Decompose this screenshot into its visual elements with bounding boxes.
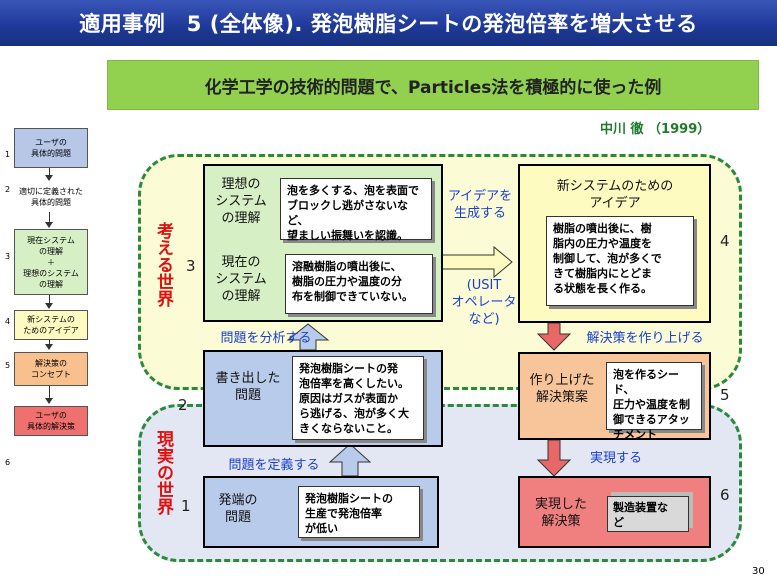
realized-label: 実現した 解決策 — [534, 497, 587, 529]
written-problem-text: 発泡樹脂シートの発 泡倍率を高くしたい。 原因はガスが表面か ら逃げる、泡が多く… — [292, 356, 424, 440]
ideal-system-text: 泡を多くする、泡を表面で ブロックし逃がさないなど、 望ましい振舞いを認識。 — [280, 178, 432, 242]
arrow-analyze-problem — [286, 323, 330, 351]
solution-label: 作り上げた 解決策案 — [529, 373, 595, 405]
arrow-generate-idea — [441, 245, 513, 279]
arrow-realize — [536, 439, 572, 477]
flow-step-label: 適切に定義された 具体的問題 — [19, 187, 83, 207]
flow-arrow — [49, 295, 50, 305]
flow-step-label: 新システムの ためのアイデア — [23, 315, 79, 335]
step-number-2: 2 — [178, 396, 188, 414]
flow-step-label: 解決策の コンセプト — [31, 359, 71, 379]
solution-text: 泡を作るシード、 圧力や温度を制 御できるアタッ チメント — [606, 362, 702, 441]
flow-step-label: ユーザの 具体的問題 — [31, 138, 71, 158]
flow-arrow — [49, 386, 50, 400]
generate-idea-label: アイデアを 生成する — [447, 189, 513, 221]
flow-arrow — [49, 168, 50, 176]
title-bar — [0, 0, 777, 46]
build-solution-label: 解決策を作り上げる — [586, 331, 704, 346]
flow-number-5: 5 — [5, 361, 11, 370]
idea-text: 樹脂の噴出後に、樹 脂内の圧力や温度を 制御して、泡が多くで きて樹脂内にとどま… — [546, 216, 694, 306]
flow-step-idea: 新システムの ためのアイデア — [14, 310, 88, 340]
arrow-build-solution — [536, 322, 572, 351]
define-problem-label: 問題を定義する — [228, 458, 320, 473]
flow-arrow-head — [45, 303, 53, 309]
current-system-label: 現在の システム の理解 — [215, 255, 267, 304]
idea-label: 新システムのための アイデア — [556, 179, 674, 211]
step-number-5: 5 — [720, 386, 730, 404]
slide-title: 適用事例 5 (全体像). 発泡樹脂シートの発泡倍率を増大させる — [79, 12, 698, 36]
current-system-text: 溶融樹脂の噴出後に、 樹脂の圧力や温度の分 布を制御できていない。 — [285, 254, 433, 314]
flow-number-6: 6 — [5, 458, 11, 467]
ideal-system-label: 理想の システム の理解 — [215, 177, 267, 226]
real-world-label: 現実の世界 — [152, 430, 174, 520]
flow-number-4: 4 — [5, 317, 11, 326]
origin-problem-label: 発端の 問題 — [218, 493, 258, 525]
flow-step-understanding: 現在システム の理解 ＋ 理想のシステム の理解 — [14, 229, 88, 295]
flow-arrow-head — [45, 344, 53, 350]
written-problem-label: 書き出した 問題 — [215, 371, 281, 403]
step-number-3: 3 — [186, 257, 196, 275]
flow-step-label: 現在システム の理解 ＋ 理想のシステム の理解 — [23, 235, 79, 289]
flow-arrow — [49, 212, 50, 224]
flow-number-1: 1 — [5, 150, 11, 159]
realized-text: 製造装置な ど — [607, 496, 689, 532]
author-credit: 中川 徹 （1999） — [600, 122, 711, 137]
think-world-label: 考える世界 — [152, 222, 174, 312]
page-number: 30 — [752, 566, 765, 577]
flow-arrow-head — [45, 222, 53, 228]
origin-problem-text: 発泡樹脂シートの 生産で発泡倍率 が低い — [298, 486, 420, 538]
real-world-text: 現実の世界 — [153, 430, 173, 515]
step-number-4: 4 — [720, 232, 730, 250]
think-world-text: 考える世界 — [153, 222, 173, 307]
usit-operator-label: (USIT オペレータ など) — [451, 278, 517, 327]
flow-step-label: ユーザの 具体的解決策 — [27, 411, 75, 431]
subtitle-banner: 化学工学の技術的問題で、Particles法を積極的に使った例 — [107, 60, 759, 110]
flow-step-concept: 解決策の コンセプト — [14, 352, 88, 386]
step-number-1: 1 — [181, 497, 191, 515]
flow-arrow-head — [45, 398, 53, 404]
arrow-define-problem — [328, 443, 372, 477]
realize-label: 実現する — [589, 451, 642, 466]
flow-step-solution: ユーザの 具体的解決策 — [14, 406, 88, 436]
flow-number-2: 2 — [5, 185, 11, 194]
flow-step-defined-problem: 適切に定義された 具体的問題 — [14, 182, 88, 212]
step-number-6: 6 — [720, 486, 730, 504]
flow-arrow — [49, 340, 50, 346]
flow-step-user-problem: ユーザの 具体的問題 — [14, 128, 88, 168]
flow-arrow-head — [45, 175, 53, 181]
flow-number-3: 3 — [5, 252, 11, 261]
analyze-problem-label: 問題を分析する — [220, 331, 312, 346]
